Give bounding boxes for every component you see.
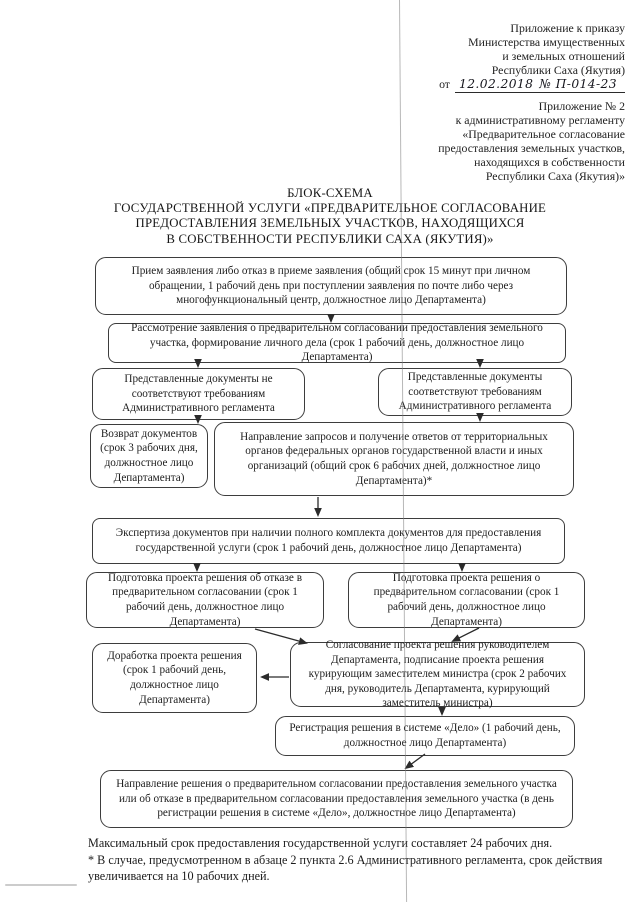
appendix-header-line: находящихся в собственности — [474, 155, 625, 169]
order-date-line: от 12.02.2018 № П-014-23 — [439, 77, 625, 93]
title-line: БЛОК-СХЕМА — [287, 186, 373, 200]
order-header-line: Республики Саха (Якутия) — [491, 63, 625, 77]
order-header-line: Приложение к приказу — [510, 21, 625, 35]
node-expertise: Экспертиза документов при наличии полног… — [92, 518, 565, 564]
title-line: ПРЕДОСТАВЛЕНИЯ ЗЕМЕЛЬНЫХ УЧАСТКОВ, НАХОД… — [135, 216, 525, 231]
node-return-documents: Возврат документов (срок 3 рабочих дня, … — [90, 424, 208, 488]
arrow-registration-to-send-decision — [404, 753, 426, 770]
node-draft-refusal: Подготовка проекта решения об отказе в п… — [86, 572, 324, 628]
node-review: Рассмотрение заявления о предварительном… — [108, 322, 566, 363]
node-docs-not-compliant: Представленные документы не соответствую… — [92, 368, 305, 420]
node-send-requests: Направление запросов и получение ответов… — [214, 422, 574, 496]
handwritten-segment: 12.02.2018 № П-014-23 — [454, 77, 625, 93]
appendix-header-line: «Предварительное согласование — [462, 127, 625, 141]
page-title: БЛОК-СХЕМА ГОСУДАРСТВЕННОЙ УСЛУГИ «ПРЕДВ… — [25, 186, 635, 247]
footer-notes: Максимальный срок предоставления государ… — [88, 835, 610, 884]
node-coordination: Согласование проекта решения руководител… — [290, 639, 585, 709]
scan-artifact-line — [5, 884, 77, 886]
appendix-header: Приложение № 2 к административному регла… — [438, 99, 625, 183]
node-send-decision: Направление решения о предварительном со… — [100, 770, 573, 828]
appendix-header-line: Приложение № 2 — [538, 99, 625, 113]
order-date-prefix: от — [439, 77, 450, 91]
node-draft-approval: Подготовка проекта решения о предварител… — [348, 572, 585, 628]
order-header-line: и земельных отношений — [502, 49, 625, 63]
title-line: В СОБСТВЕННОСТИ РЕСПУБЛИКИ САХА (ЯКУТИЯ)… — [166, 231, 494, 246]
handwritten-number: № П-014-23 — [539, 77, 617, 91]
order-header-line: Министерства имущественных — [468, 35, 625, 49]
node-reception: Прием заявления либо отказ в приеме заяв… — [95, 257, 567, 315]
asterisk-note: * В случае, предусмотренном в абзаце 2 п… — [88, 853, 603, 883]
appendix-header-line: предоставления земельных участков, — [438, 141, 625, 155]
title-line: ГОСУДАРСТВЕННОЙ УСЛУГИ «ПРЕДВАРИТЕЛЬНОЕ … — [113, 201, 547, 216]
order-header: Приложение к приказу Министерства имущес… — [439, 21, 625, 93]
node-docs-compliant: Представленные документы соответствуют т… — [378, 368, 572, 416]
max-term-note: Максимальный срок предоставления государ… — [88, 836, 553, 850]
node-rework: Доработка проекта решения (срок 1 рабочи… — [92, 643, 257, 713]
node-registration: Регистрация решения в системе «Дело» (1 … — [275, 716, 575, 756]
appendix-header-line: к административному регламенту — [455, 113, 625, 127]
handwritten-date: 12.02.2018 — [458, 77, 534, 91]
appendix-header-line: Республики Саха (Якутия)» — [485, 169, 625, 183]
